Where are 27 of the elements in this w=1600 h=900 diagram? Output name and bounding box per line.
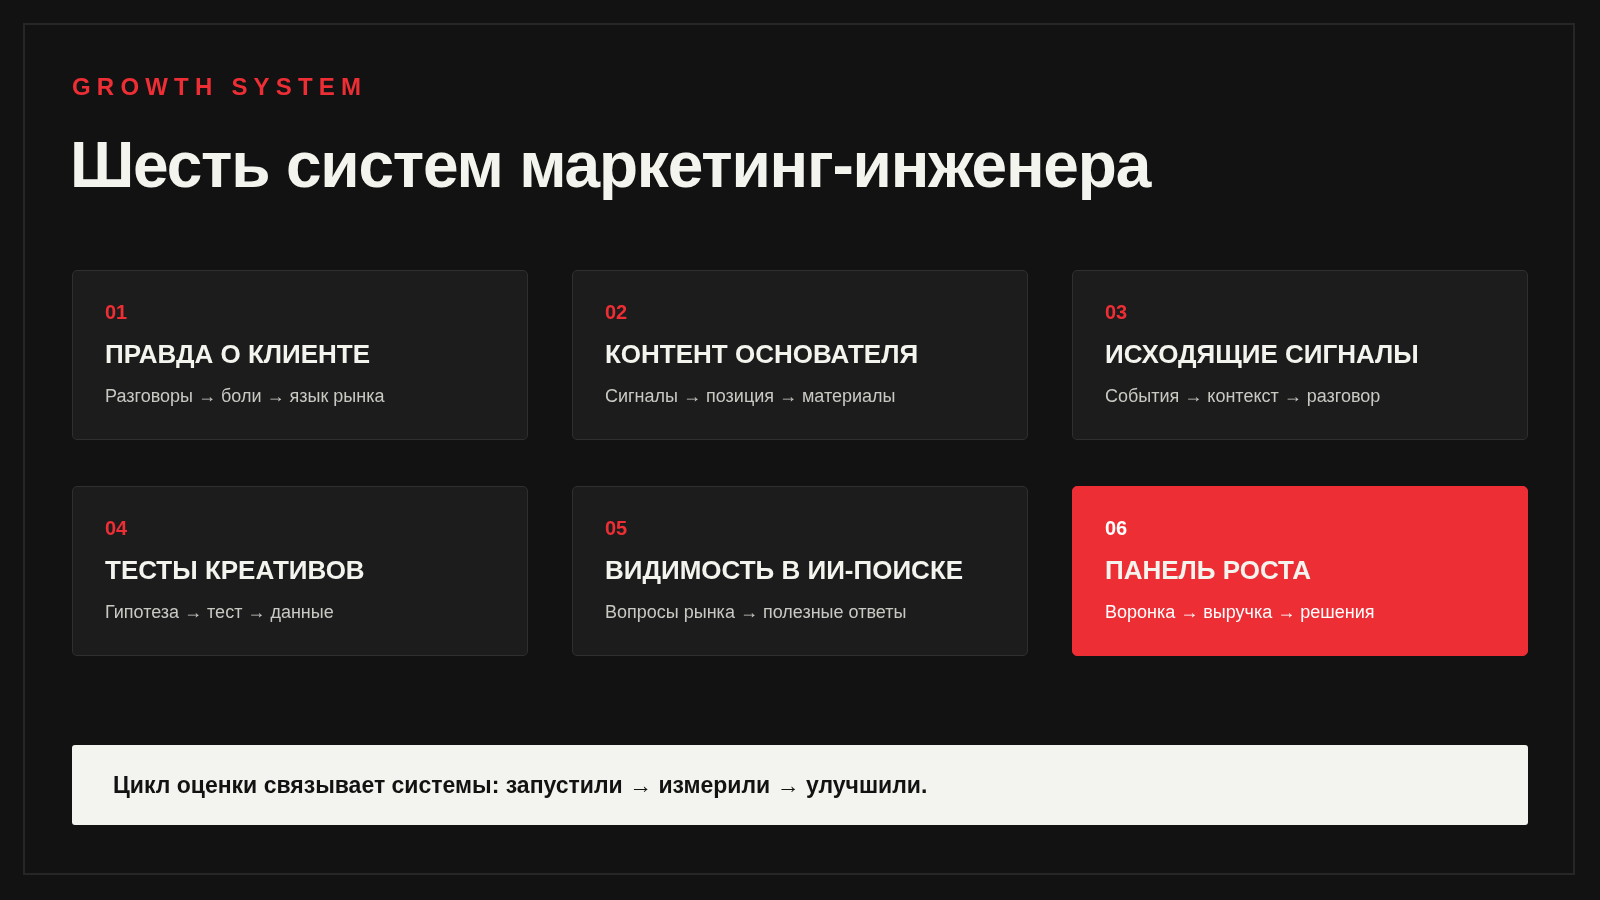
card-heading: КОНТЕНТ ОСНОВАТЕЛЯ xyxy=(605,338,919,370)
kicker-label: GROWTH SYSTEM xyxy=(72,73,368,101)
step-number: 03 xyxy=(1105,300,1128,324)
summary-text: Цикл оценки связывает системы: запустили → измерили → улучшили. xyxy=(113,771,928,799)
step-number: 04 xyxy=(105,516,128,540)
card-subtitle: Вопросы рынка → полезные ответы xyxy=(605,601,907,623)
summary-bar xyxy=(72,745,1528,825)
card-subtitle: Гипотеза → тест → данные xyxy=(105,601,334,623)
system-card xyxy=(572,270,1028,440)
card-heading: ПРАВДА О КЛИЕНТЕ xyxy=(105,338,371,370)
card-subtitle: Сигналы → позиция → материалы xyxy=(605,385,896,407)
card-subtitle: События → контекст → разговор xyxy=(1105,385,1381,407)
card-heading: ТЕСТЫ КРЕАТИВОВ xyxy=(105,554,365,586)
card-subtitle: Воронка → выручка → решения xyxy=(1105,601,1375,623)
card-heading: ИСХОДЯЩИЕ СИГНАЛЫ xyxy=(1105,338,1419,370)
step-number: 02 xyxy=(605,300,628,324)
card-heading: ВИДИМОСТЬ В ИИ-ПОИСКЕ xyxy=(605,554,964,586)
highlighted-card xyxy=(1072,486,1528,656)
system-card xyxy=(72,270,528,440)
step-number: 06 xyxy=(1105,516,1128,540)
card-subtitle: Разговоры → боли → язык рынка xyxy=(105,385,385,407)
system-card xyxy=(1072,270,1528,440)
system-card xyxy=(572,486,1028,656)
step-number: 01 xyxy=(105,300,128,324)
system-card xyxy=(72,486,528,656)
step-number: 05 xyxy=(605,516,628,540)
card-heading: ПАНЕЛЬ РОСТА xyxy=(1105,554,1312,586)
